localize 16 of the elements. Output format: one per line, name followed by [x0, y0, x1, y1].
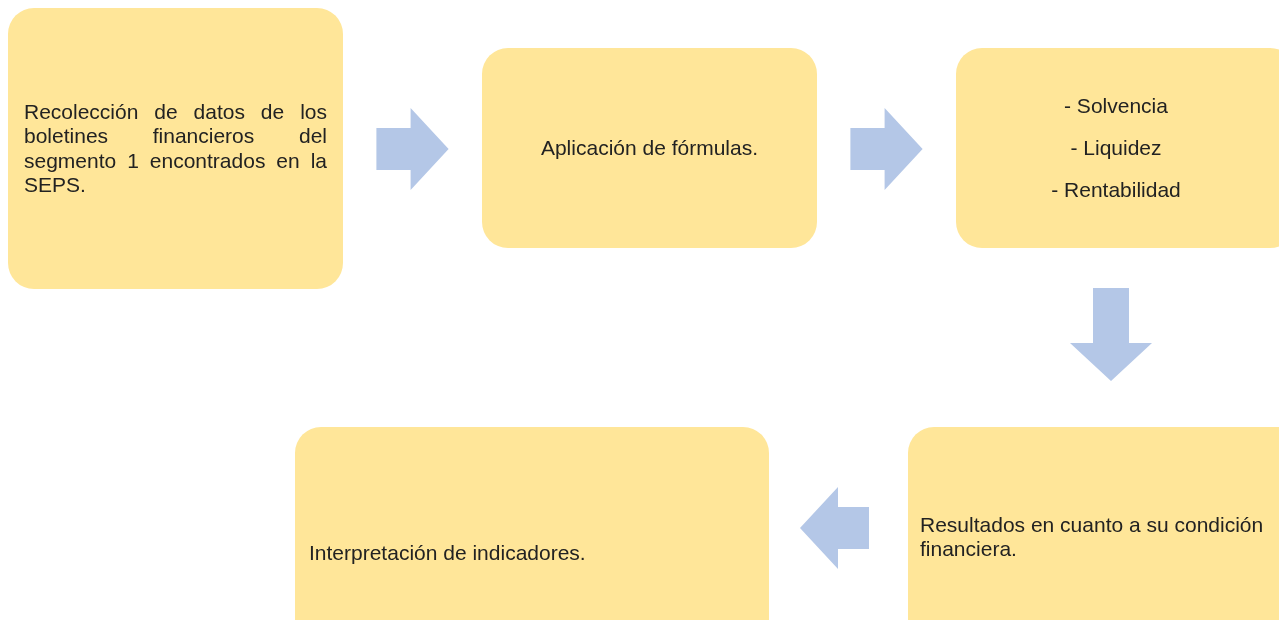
box-text: Interpretación de indicadores.: [309, 540, 587, 566]
box-text: Recolección de datos de los boletines financieros del segmento 1 encontrados en la SEPS.: [24, 100, 327, 197]
box-text: - Rentabilidad: [1050, 178, 1182, 203]
process-box: [956, 48, 1279, 248]
block-arrow: [800, 487, 869, 569]
block-arrow: [850, 108, 923, 190]
box-text: Resultados en cuanto a su condición financiera.: [920, 512, 1265, 562]
process-box: [295, 427, 769, 620]
box-text: - Solvencia: [1063, 93, 1169, 118]
block-arrow: [1070, 288, 1152, 381]
box-text: Aplicación de fórmulas.: [539, 135, 760, 161]
process-box: [8, 8, 343, 289]
process-box: [908, 427, 1279, 620]
box-text: - Liquidez: [1069, 135, 1163, 161]
process-box: [482, 48, 817, 248]
block-arrow: [376, 108, 449, 190]
